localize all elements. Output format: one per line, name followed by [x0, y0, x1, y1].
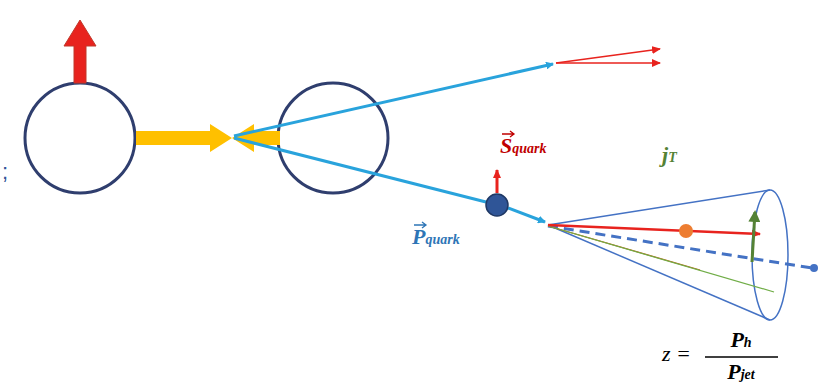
- label-holder: Ph: [730, 328, 751, 352]
- label-holder: ;: [2, 160, 8, 184]
- parton-line: [234, 138, 486, 202]
- jt-arrow: [752, 212, 755, 262]
- jet-cone: [752, 190, 788, 320]
- formula-label: z =: [662, 342, 691, 366]
- label-holder: jT: [662, 143, 677, 167]
- proton: [278, 83, 388, 193]
- label-holder: Squark: [500, 134, 546, 158]
- formula-label: Pquark: [412, 225, 460, 249]
- formula-label: ;: [2, 160, 8, 184]
- formula-label: Pjet: [727, 360, 754, 384]
- label-holder: Pquark: [412, 225, 460, 249]
- quark: [486, 194, 508, 216]
- jet-axis-end: [810, 264, 818, 272]
- hadron-line: [548, 225, 760, 234]
- jet-particle: [548, 226, 774, 292]
- beam-arrow: [136, 124, 232, 152]
- parton-line: [508, 208, 545, 222]
- formula-label: Squark: [500, 134, 546, 158]
- jet-particle: [556, 62, 660, 64]
- jet-particle: [556, 49, 660, 63]
- proton: [25, 83, 135, 193]
- formula-label: jT: [662, 143, 677, 167]
- formula-label: Ph: [730, 328, 751, 352]
- parton-line: [234, 64, 553, 136]
- jet-cone: [548, 190, 770, 225]
- hadron: [679, 224, 693, 238]
- fraction-bar: [705, 356, 778, 358]
- jet-cone: [548, 225, 770, 320]
- label-holder: Pjet: [727, 360, 754, 384]
- spin-arrow: [496, 170, 499, 193]
- label-holder: z =: [662, 342, 691, 366]
- polarization-arrow: [64, 20, 96, 83]
